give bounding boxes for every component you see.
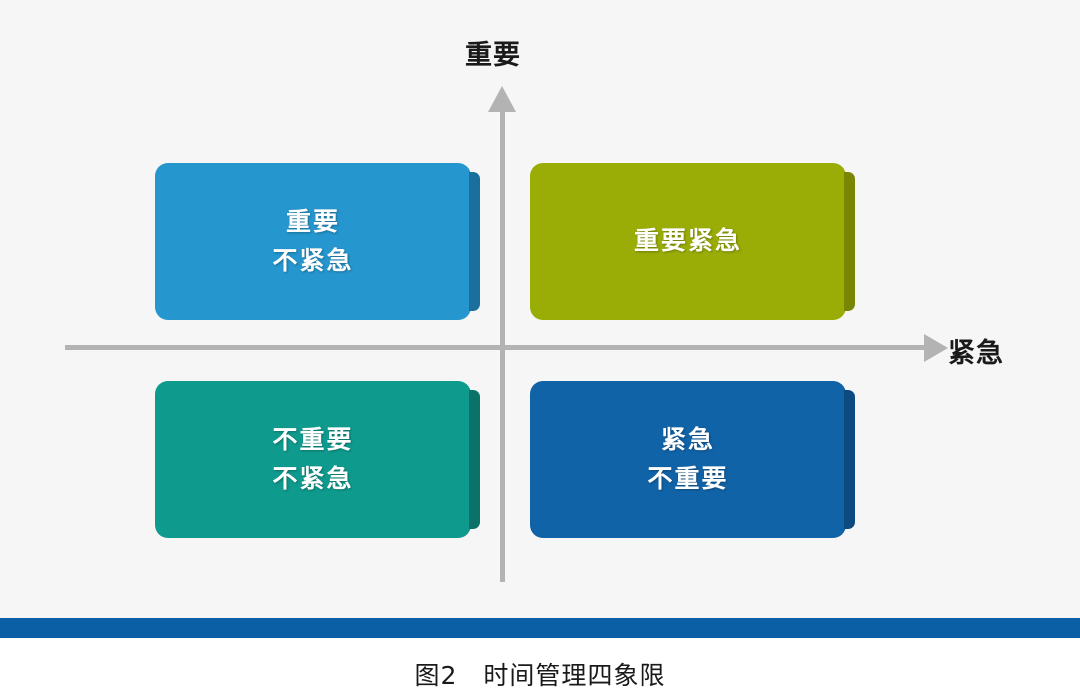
vertical-axis-line [500, 110, 505, 582]
quadrant-label: 重要 不紧急 [272, 203, 353, 281]
quadrant-important-not-urgent[interactable]: 重要 不紧急 [155, 163, 480, 320]
quadrant-edge [469, 390, 480, 529]
figure-footer [0, 638, 1080, 699]
arrow-up-icon [488, 86, 516, 112]
quadrant-edge [844, 390, 855, 529]
quadrant-label: 重要紧急 [634, 222, 742, 261]
arrow-right-icon [924, 334, 948, 362]
quadrant-edge [469, 172, 480, 311]
horizontal-axis-label: 紧急 [948, 338, 1004, 369]
quadrant-label: 不重要 不紧急 [272, 421, 353, 499]
quadrant-important-urgent[interactable]: 重要紧急 [530, 163, 855, 320]
quadrant-label-line: 紧急 [660, 424, 715, 454]
section-divider-rule [0, 618, 1080, 638]
quadrant-edge [844, 172, 855, 311]
quadrant-label-line: 不紧急 [272, 463, 354, 493]
quadrant-label: 紧急 不重要 [647, 421, 728, 499]
figure-caption: 图2 时间管理四象限 [414, 661, 666, 690]
vertical-axis-label: 重要 [465, 40, 521, 71]
quadrant-label-line: 不重要 [647, 463, 729, 493]
quadrant-diagram: 重要 紧急 重要 不紧急 重要紧急 不重要 不紧急 [65, 40, 1004, 582]
quadrant-label-line: 重要 [285, 206, 340, 236]
quadrant-not-important-not-urgent[interactable]: 不重要 不紧急 [155, 381, 480, 538]
quadrant-label-line: 不紧急 [272, 245, 354, 275]
quadrant-label-line: 重要紧急 [633, 226, 742, 256]
quadrant-urgent-not-important[interactable]: 紧急 不重要 [530, 381, 855, 538]
quadrant-label-line: 不重要 [272, 424, 354, 454]
horizontal-axis-line [65, 345, 930, 350]
